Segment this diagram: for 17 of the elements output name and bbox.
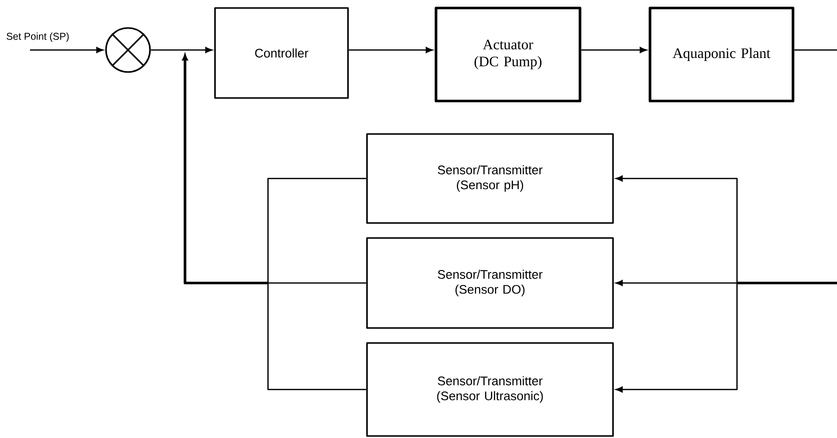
arrow xyxy=(616,283,738,392)
arrow xyxy=(616,176,738,283)
arrow xyxy=(348,47,433,53)
arrow xyxy=(616,280,737,286)
arrow xyxy=(581,47,647,53)
arrow xyxy=(30,47,104,53)
sensor-box: Sensor/Transmitter (Sensor pH) xyxy=(366,133,614,224)
summing-junction xyxy=(105,27,151,73)
plant-box: Aquaponic Plant xyxy=(648,6,794,102)
sensor-box: Sensor/Transmitter (Sensor Ultrasonic) xyxy=(366,342,614,437)
arrow xyxy=(150,47,212,53)
feedback-arrow xyxy=(182,54,268,284)
sensor-box: Sensor/Transmitter (Sensor DO) xyxy=(366,237,614,329)
controller-box: Controller xyxy=(214,7,349,99)
feedback-line xyxy=(737,282,837,284)
actuator-box: Actuator (DC Pump) xyxy=(434,6,582,102)
input-label: Set Point (SP) xyxy=(6,32,69,42)
